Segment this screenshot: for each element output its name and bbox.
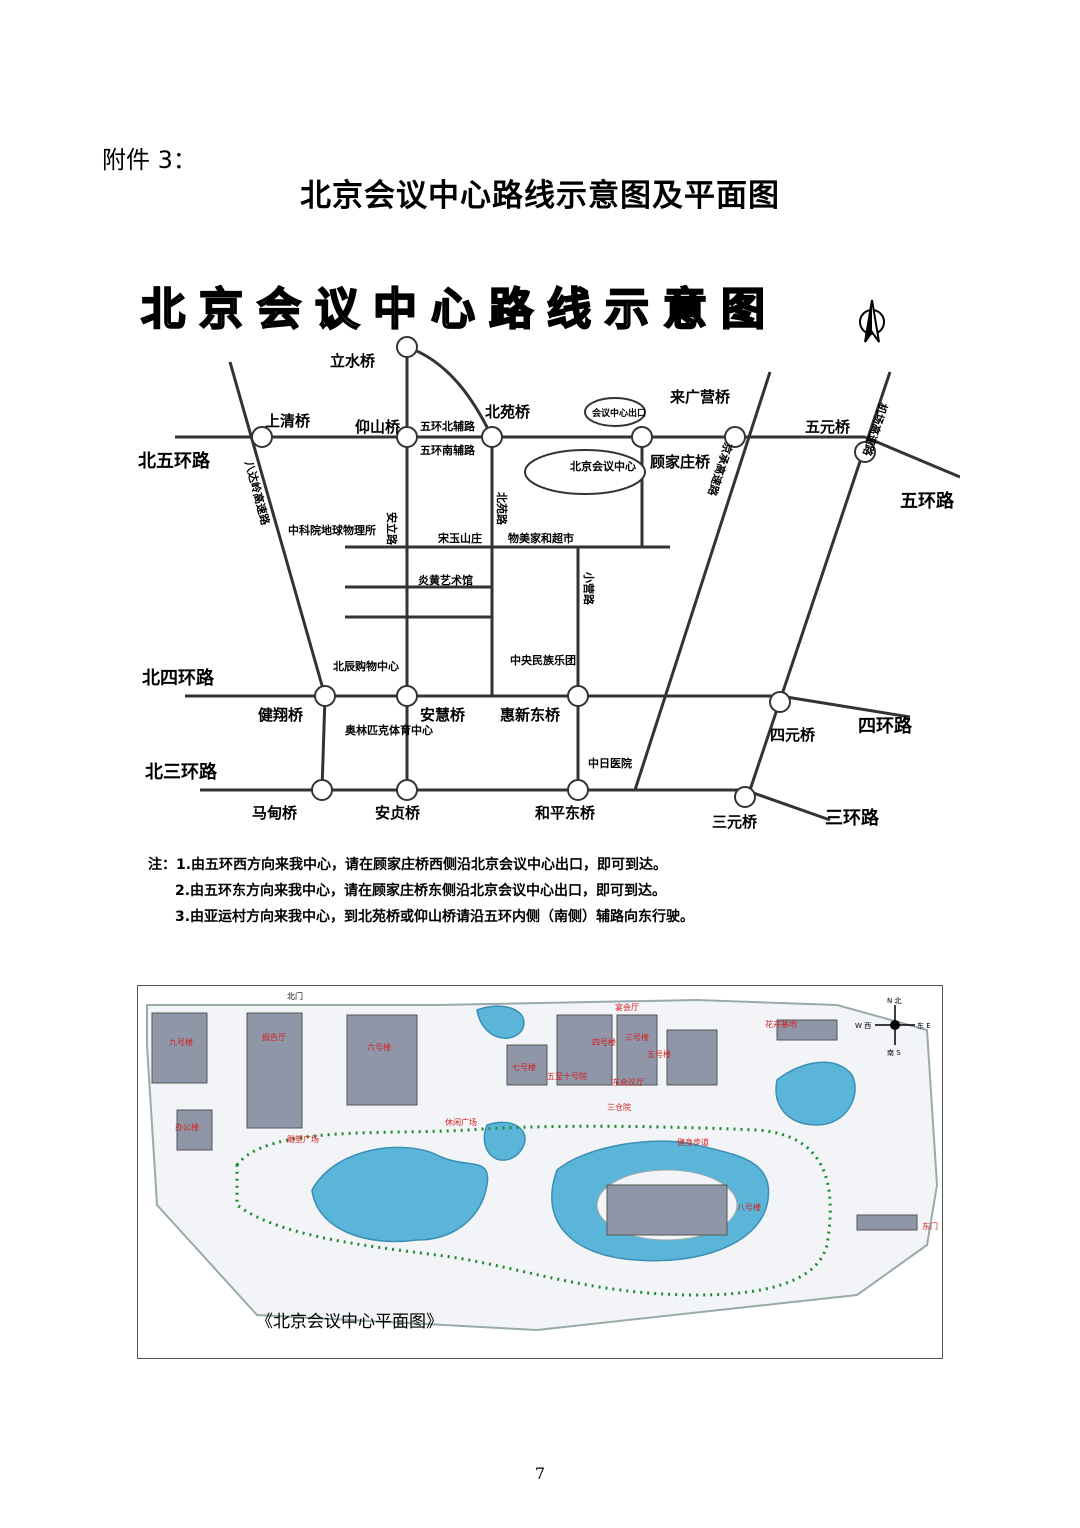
plan-label: 健身步道 <box>677 1137 709 1147</box>
landmark: 物美家和超市 <box>508 531 574 545</box>
landmark: 中日医院 <box>588 756 632 770</box>
bridge-label: 来广营桥 <box>669 388 731 406</box>
page-number: 7 <box>534 1464 546 1483</box>
svg-text:W 西: W 西 <box>855 1022 871 1030</box>
building-7 <box>506 1044 548 1086</box>
landmark: 中科院地球物理所 <box>288 523 376 537</box>
plan-label: 五至十号院 <box>547 1071 587 1081</box>
building-report-hall <box>246 1012 303 1129</box>
route-notes: 注：1.由五环西方向来我中心，请在顾家庄桥西侧沿北京会议中心出口，即可到达。 2… <box>148 852 694 930</box>
plan-label: 七号楼 <box>512 1062 536 1072</box>
plan-label: 休闲广场 <box>445 1117 477 1127</box>
plan-label: 办公楼 <box>175 1122 199 1132</box>
svg-text:N 北: N 北 <box>887 997 901 1005</box>
building-east <box>856 1214 918 1231</box>
bridge-label: 惠新东桥 <box>500 706 561 724</box>
plan-label: 三号楼 <box>625 1032 649 1042</box>
north-arrow-icon <box>859 299 885 343</box>
building-office <box>176 1109 213 1151</box>
ring-label: 五环路 <box>900 490 955 512</box>
road-label: 五环南辅路 <box>420 443 476 457</box>
attachment-label: 附件 3： <box>102 146 197 174</box>
road-label: 北苑路 <box>495 492 509 526</box>
lake <box>483 1121 526 1161</box>
bridge-label: 北苑桥 <box>485 403 531 421</box>
bridge-label: 和平东桥 <box>535 804 596 822</box>
exit-marker <box>584 397 646 427</box>
bridge-label: 顾家庄桥 <box>650 453 711 471</box>
plan-label: 八号楼 <box>737 1202 761 1212</box>
ring-label: 北三环路 <box>145 761 218 783</box>
building-3 <box>616 1014 658 1086</box>
plan-label: 五号楼 <box>647 1049 671 1059</box>
landmark: 中央民族乐团 <box>510 653 576 667</box>
bridge-label: 五元桥 <box>805 418 851 436</box>
building-8 <box>606 1184 728 1236</box>
ring-label: 北四环路 <box>142 667 215 689</box>
building-4 <box>556 1014 613 1086</box>
plan-caption: 《北京会议中心平面图》 <box>256 1312 443 1332</box>
landmark: 北辰购物中心 <box>333 659 399 673</box>
note-1: 注：1.由五环西方向来我中心，请在顾家庄桥西侧沿北京会议中心出口，即可到达。 <box>148 857 668 873</box>
bridge-label: 仰山桥 <box>355 418 401 436</box>
lake <box>775 1061 856 1126</box>
road-label: 机场高速路 <box>860 401 891 459</box>
plan-label: 宴会厅 <box>615 1002 639 1012</box>
bridge-label: 安贞桥 <box>375 804 421 822</box>
plan-label: 三仓院 <box>607 1102 631 1112</box>
route-map: 北京会议中心路线示意图 <box>138 283 960 831</box>
plan-label: 雕塑广场 <box>287 1134 319 1144</box>
plan-label: 四号楼 <box>592 1037 616 1047</box>
road-label: 安立路 <box>385 512 399 546</box>
plan-label: 东门 <box>922 1221 938 1231</box>
landmark: 炎黄艺术馆 <box>418 573 473 587</box>
conference-center-marker <box>524 449 646 495</box>
svg-text:南 S: 南 S <box>887 1048 901 1057</box>
bridge-label: 安慧桥 <box>420 706 466 724</box>
ring-label: 四环路 <box>858 715 913 737</box>
plan-label: 花卉基地 <box>765 1019 797 1029</box>
landmark-center: 北京会议中心 <box>570 459 636 473</box>
bridge-label: 四元桥 <box>770 726 816 744</box>
plan-label: 六号楼 <box>367 1042 391 1052</box>
landmark: 宋玉山庄 <box>437 531 482 545</box>
landmark-exit: 会议中心出口 <box>592 407 646 419</box>
note-3: 3.由亚运村方向来我中心，到北苑桥或仰山桥请沿五环内侧（南侧）辅路向东行驶。 <box>175 909 695 925</box>
plan-label: 报告厅 <box>262 1032 286 1042</box>
landmark: 奥林匹克体育中心 <box>344 723 433 737</box>
building-5 <box>666 1029 718 1086</box>
note-2: 2.由五环东方向来我中心，请在顾家庄桥东侧沿北京会议中心出口，即可到达。 <box>175 883 667 899</box>
building-6 <box>346 1014 418 1106</box>
ring-label: 三环路 <box>825 807 880 829</box>
page-title: 北京会议中心路线示意图及平面图 <box>300 178 780 214</box>
building-9 <box>151 1012 208 1084</box>
bridge-label: 马甸桥 <box>252 804 298 822</box>
compass-icon: N 北 南 S W 西 东 E <box>855 997 931 1057</box>
plan-label: 北门 <box>287 991 303 1001</box>
bridge-label: 立水桥 <box>330 352 376 370</box>
bridge-label: 健翔桥 <box>258 706 304 724</box>
road-label: 小营路 <box>582 571 596 606</box>
bridge-label: 上清桥 <box>265 412 311 430</box>
bridge-label: 三元桥 <box>712 813 758 831</box>
lake <box>311 1146 489 1243</box>
building-garden <box>776 1019 838 1041</box>
plan-label: 东会议厅 <box>612 1077 644 1087</box>
road-label: 五环北辅路 <box>420 419 476 433</box>
plan-label: 九号楼 <box>169 1037 193 1047</box>
plan-map: N 北 南 S W 西 东 E 北门 东门 九号楼 报告厅 六号楼 七号楼 四号… <box>137 985 943 1359</box>
ring-label: 北五环路 <box>138 450 211 472</box>
lake <box>476 1005 525 1039</box>
route-map-title: 北京会议中心路线示意图 <box>141 284 779 335</box>
svg-text:东 E: 东 E <box>917 1021 931 1030</box>
